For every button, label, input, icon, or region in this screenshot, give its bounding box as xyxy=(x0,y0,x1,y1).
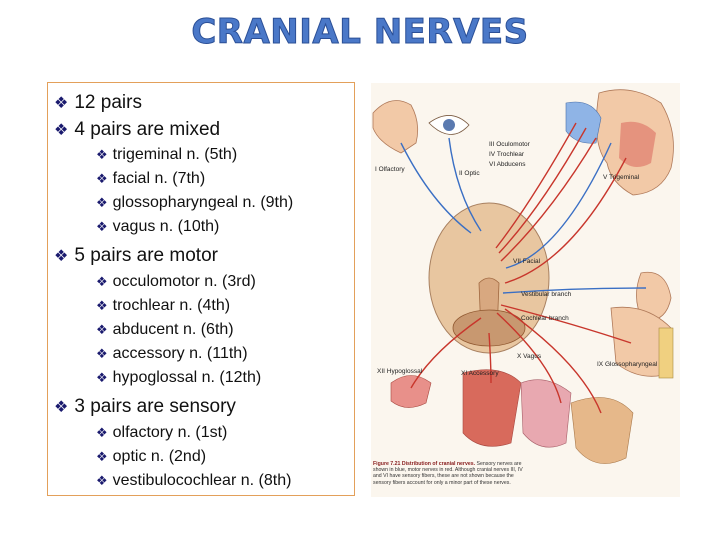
label-accessory: XI Accessory xyxy=(461,370,499,377)
sub-item-label: occulomotor n. (3rd) xyxy=(112,273,256,290)
label-trigeminal: V Trigeminal xyxy=(603,174,640,181)
label-olfactory: I Olfactory xyxy=(375,166,405,173)
list-item-label: 3 pairs are sensory xyxy=(74,395,236,417)
sub-item-label: vestibulocochlear n. (8th) xyxy=(112,472,292,489)
sub-item-trigeminal: ❖trigeminal n. (5th) xyxy=(54,143,354,167)
figure-caption-title: Figure 7.21 Distribution of cranial nerv… xyxy=(373,461,476,467)
diamond-bullet-icon: ❖ xyxy=(96,473,108,489)
diamond-bullet-icon: ❖ xyxy=(96,449,108,465)
stomach-icon xyxy=(570,397,634,464)
list-item-mixed: ❖ 4 pairs are mixed xyxy=(54,116,354,143)
slide-title: CRANIAL NERVES xyxy=(191,12,529,53)
diamond-bullet-icon: ❖ xyxy=(96,195,108,211)
cranial-nerves-diagram: I Olfactory II Optic III Oculomotor IV T… xyxy=(372,89,674,486)
list-item-label: 12 pairs xyxy=(74,91,142,113)
sub-item-glossopharyngeal: ❖glossopharyngeal n. (9th) xyxy=(54,191,354,215)
label-cochlear: Cochlear branch xyxy=(521,315,569,322)
sub-item-abducent: ❖abducent n. (6th) xyxy=(54,318,354,342)
sub-item-label: facial n. (7th) xyxy=(112,170,206,187)
motor-nerve-paths xyxy=(410,122,632,414)
face-muscle-icon xyxy=(619,121,656,167)
sub-item-oculomotor: ❖occulomotor n. (3rd) xyxy=(54,270,354,294)
cranial-nerves-figure: I Olfactory II Optic III Oculomotor IV T… xyxy=(371,83,680,497)
sub-item-label: glossopharyngeal n. (9th) xyxy=(112,194,294,211)
sub-item-label: vagus n. (10th) xyxy=(112,218,220,235)
nerve-list-box: ❖12 pairs ❖4 pairs are mixed ❖trigeminal… xyxy=(47,82,355,496)
label-optic: II Optic xyxy=(459,170,480,177)
sub-item-hypoglossal: ❖hypoglossal n. (12th) xyxy=(54,366,354,390)
heart-lungs-icon xyxy=(520,379,572,448)
sub-item-label: trigeminal n. (5th) xyxy=(112,146,238,163)
diamond-bullet-icon: ❖ xyxy=(96,346,108,362)
sub-item-vagus: ❖vagus n. (10th) xyxy=(54,215,354,239)
list-item-label: 5 pairs are motor xyxy=(74,244,218,266)
label-vestibular: Vestibular branch xyxy=(521,291,572,298)
head-profile-blue-icon xyxy=(565,101,602,144)
sensory-nerve-paths xyxy=(400,137,647,294)
figure-caption-text: Sensory nerves are shown in blue, motor … xyxy=(373,461,523,486)
sub-item-label: olfactory n. (1st) xyxy=(112,424,228,441)
list-item-sensory: ❖ 3 pairs are sensory xyxy=(54,392,354,421)
sub-item-facial: ❖facial n. (7th) xyxy=(54,167,354,191)
cerebellum-icon xyxy=(452,309,526,347)
sub-item-label: hypoglossal n. (12th) xyxy=(112,369,262,386)
ear-icon xyxy=(636,271,672,322)
list-item-motor: ❖ 5 pairs are motor xyxy=(54,241,354,270)
label-abducens: VI Abducens xyxy=(489,161,526,168)
sub-item-accessory: ❖accessory n. (11th) xyxy=(54,342,354,366)
sub-item-vestibulocochlear: ❖vestibulocochlear n. (8th) xyxy=(54,469,354,493)
label-facial: VII Facial xyxy=(513,258,541,265)
list-item-12-pairs: ❖ 12 pairs xyxy=(54,89,354,116)
diamond-bullet-icon: ❖ xyxy=(96,219,108,235)
diamond-bullet-icon: ❖ xyxy=(54,93,69,112)
label-hypoglossal: XII Hypoglossal xyxy=(377,368,423,375)
diamond-bullet-icon: ❖ xyxy=(54,397,69,416)
sub-item-optic: ❖optic n. (2nd) xyxy=(54,445,354,469)
diamond-bullet-icon: ❖ xyxy=(96,322,108,338)
shoulder-muscle-icon xyxy=(462,369,522,447)
diamond-bullet-icon: ❖ xyxy=(54,120,69,139)
sub-item-olfactory: ❖olfactory n. (1st) xyxy=(54,421,354,445)
nose-profile-icon xyxy=(372,100,419,154)
sub-item-label: abducent n. (6th) xyxy=(112,321,234,338)
label-glossopharyngeal: IX Glossopharyngeal xyxy=(597,361,658,368)
label-vagus: X Vagus xyxy=(517,353,542,360)
list-item-label: 4 pairs are mixed xyxy=(74,118,221,140)
diamond-bullet-icon: ❖ xyxy=(96,425,108,441)
label-trochlear: IV Trochlear xyxy=(489,151,525,158)
sub-item-label: accessory n. (11th) xyxy=(112,345,248,362)
diamond-bullet-icon: ❖ xyxy=(96,171,108,187)
vertebrae-icon xyxy=(658,327,674,379)
label-oculomotor: III Oculomotor xyxy=(489,141,531,148)
diamond-bullet-icon: ❖ xyxy=(96,370,108,386)
diamond-bullet-icon: ❖ xyxy=(96,147,108,163)
diamond-bullet-icon: ❖ xyxy=(54,246,69,265)
sub-item-label: optic n. (2nd) xyxy=(112,448,207,465)
sub-item-trochlear: ❖trochlear n. (4th) xyxy=(54,294,354,318)
diamond-bullet-icon: ❖ xyxy=(96,274,108,290)
sub-item-label: trochlear n. (4th) xyxy=(112,297,231,314)
eye-pupil-icon xyxy=(443,119,455,131)
diamond-bullet-icon: ❖ xyxy=(96,298,108,314)
tongue-icon xyxy=(390,375,432,408)
